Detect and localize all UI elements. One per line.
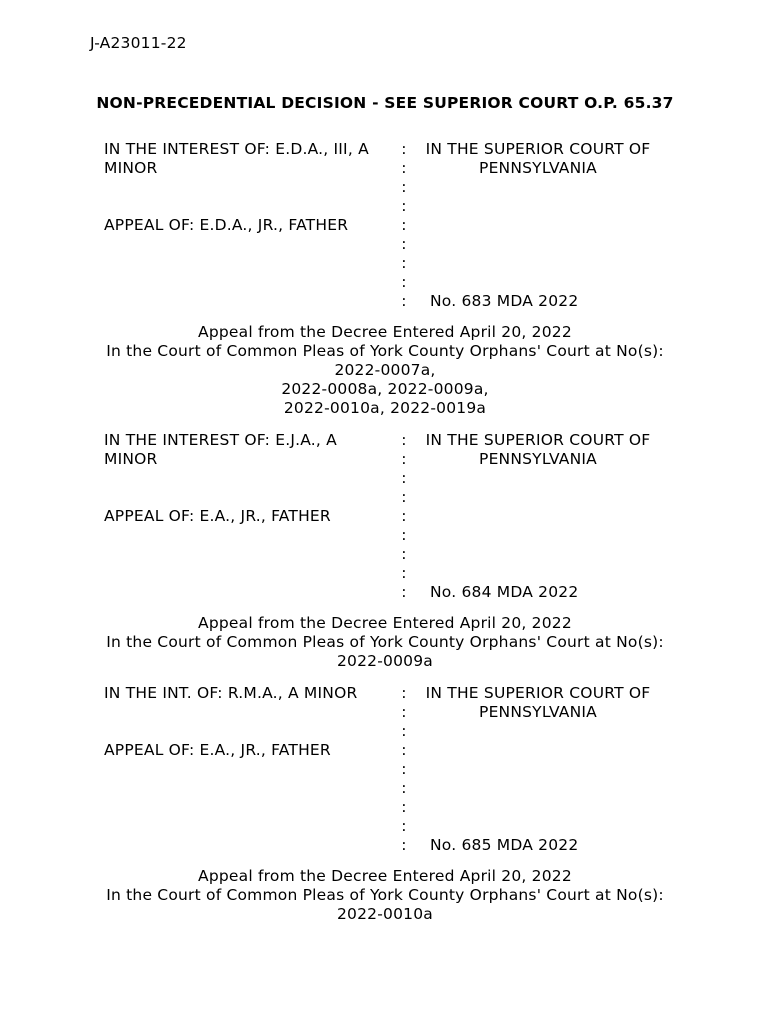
court-name-line: IN THE SUPERIOR COURT OF bbox=[425, 684, 651, 702]
appellant-line: APPEAL OF: E.A., JR., FATHER bbox=[104, 741, 331, 759]
court-name-line: PENNSYLVANIA bbox=[479, 703, 597, 721]
appeal-from-line: In the Court of Common Pleas of York Cou… bbox=[106, 342, 664, 360]
separator-colon: : bbox=[401, 450, 407, 468]
separator-colon: : bbox=[401, 526, 407, 544]
separator-colon: : bbox=[401, 798, 407, 816]
separator-colon: : bbox=[401, 741, 407, 759]
appeal-from-line: 2022-0009a bbox=[337, 652, 433, 670]
separator-colon: : bbox=[401, 545, 407, 563]
appeal-from-line: 2022-0008a, 2022-0009a, bbox=[281, 380, 489, 398]
separator-colon: : bbox=[401, 488, 407, 506]
separator-colon: : bbox=[401, 431, 407, 449]
separator-colon: : bbox=[401, 254, 407, 272]
case-title-line: MINOR bbox=[104, 159, 158, 177]
docket-number: No. 685 MDA 2022 bbox=[430, 836, 579, 854]
separator-colon: : bbox=[401, 273, 407, 291]
separator-column: ::::::::: bbox=[390, 431, 418, 602]
appeal-from-block: Appeal from the Decree Entered April 20,… bbox=[90, 323, 680, 418]
appeal-from-line: In the Court of Common Pleas of York Cou… bbox=[106, 633, 664, 651]
separator-colon: : bbox=[401, 779, 407, 797]
appeal-from-line: Appeal from the Decree Entered April 20,… bbox=[198, 614, 572, 632]
separator-colon: : bbox=[401, 178, 407, 196]
separator-colon: : bbox=[401, 817, 407, 835]
separator-colon: : bbox=[401, 507, 407, 525]
separator-colon: : bbox=[401, 197, 407, 215]
case-title-line: IN THE INT. OF: R.M.A., A MINOR bbox=[104, 684, 358, 702]
appeal-from-line: In the Court of Common Pleas of York Cou… bbox=[106, 886, 664, 904]
separator-colon: : bbox=[401, 140, 407, 158]
separator-colon: : bbox=[401, 564, 407, 582]
separator-colon: : bbox=[401, 292, 407, 310]
separator-colon: : bbox=[401, 684, 407, 702]
appeal-from-line: Appeal from the Decree Entered April 20,… bbox=[198, 323, 572, 341]
court-name-line: IN THE SUPERIOR COURT OF bbox=[425, 431, 651, 449]
court-name-line: PENNSYLVANIA bbox=[479, 450, 597, 468]
docket-header: J-A23011-22 bbox=[90, 34, 187, 52]
appeal-from-line: 2022-0010a bbox=[337, 905, 433, 923]
appeal-from-line: 2022-0010a, 2022-0019a bbox=[283, 399, 487, 417]
separator-colon: : bbox=[401, 760, 407, 778]
court-name-line: IN THE SUPERIOR COURT OF bbox=[425, 140, 651, 158]
appeal-from-line: Appeal from the Decree Entered April 20,… bbox=[198, 867, 572, 885]
caption-block-3: IN THE INT. OF: R.M.A., A MINOR APPEAL OF… bbox=[90, 684, 680, 924]
separator-colon: : bbox=[401, 836, 407, 854]
separator-colon: : bbox=[401, 583, 407, 601]
court-name-line: PENNSYLVANIA bbox=[479, 159, 597, 177]
separator-colon: : bbox=[401, 469, 407, 487]
appeal-from-block: Appeal from the Decree Entered April 20,… bbox=[90, 614, 680, 671]
separator-colon: : bbox=[401, 216, 407, 234]
separator-colon: : bbox=[401, 235, 407, 253]
separator-colon: : bbox=[401, 159, 407, 177]
caption-grid: IN THE INT. OF: R.M.A., A MINOR APPEAL OF… bbox=[90, 684, 680, 855]
separator-colon: : bbox=[401, 703, 407, 721]
case-title-line: IN THE INTEREST OF: E.D.A., III, A bbox=[104, 140, 369, 158]
appellant-line: APPEAL OF: E.D.A., JR., FATHER bbox=[104, 216, 349, 234]
appeal-from-line: 2022-0007a, bbox=[334, 361, 436, 379]
separator-column: ::::::::: bbox=[390, 140, 418, 311]
case-title-line: IN THE INTEREST OF: E.J.A., A bbox=[104, 431, 337, 449]
case-title-line: MINOR bbox=[104, 450, 158, 468]
separator-column: ::::::::: bbox=[390, 684, 418, 855]
case-caption-left: IN THE INT. OF: R.M.A., A MINOR APPEAL OF… bbox=[104, 684, 390, 760]
appeal-from-block: Appeal from the Decree Entered April 20,… bbox=[90, 867, 680, 924]
non-precedential-banner: NON-PRECEDENTIAL DECISION - SEE SUPERIOR… bbox=[96, 94, 674, 112]
docket-number: No. 684 MDA 2022 bbox=[430, 583, 579, 601]
docket-number: No. 683 MDA 2022 bbox=[430, 292, 579, 310]
separator-colon: : bbox=[401, 722, 407, 740]
appellant-line: APPEAL OF: E.A., JR., FATHER bbox=[104, 507, 331, 525]
